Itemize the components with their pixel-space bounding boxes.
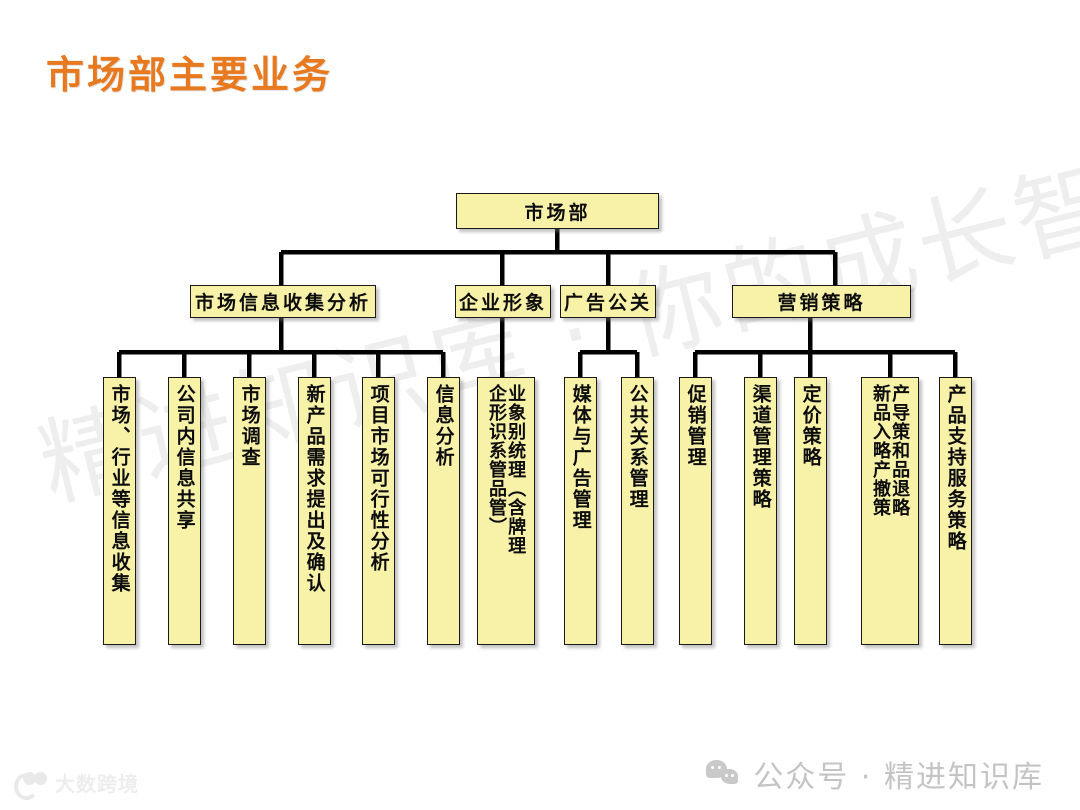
node-level2-label: 营销策略 (777, 292, 866, 314)
node-leaf-promotion-management[interactable]: 促销管理 (679, 377, 712, 645)
dashukuajing-logo-icon (14, 770, 48, 800)
node-level2-label: 广告公关 (563, 292, 652, 314)
node-leaf-product-entry-exit[interactable]: 产导策和品退略 新品入略产撤策 (861, 377, 919, 645)
node-level2-corporate-image[interactable]: 企业形象 (455, 285, 551, 318)
node-leaf-public-relations[interactable]: 公共关系管理 (621, 377, 654, 645)
node-leaf-market-industry-info[interactable]: 市场、行业等信息收集 (103, 377, 136, 645)
node-leaf-label: 定价策略 (799, 384, 822, 468)
brand-watermark-bottom-left: 大数跨境 (14, 768, 139, 800)
brand-watermark-label: 公众号 · 精进知识库 (753, 760, 1044, 795)
node-leaf-label: 市场调查 (238, 384, 261, 468)
node-leaf-label-col-right: 业象别统理（含牌理 (505, 384, 527, 555)
node-leaf-channel-strategy[interactable]: 渠道管理策略 (744, 377, 777, 645)
node-leaf-label: 市场、行业等信息收集 (108, 384, 131, 594)
node-leaf-label: 促销管理 (684, 384, 707, 468)
node-leaf-cis-management[interactable]: 业象别统理（含牌理 企形识系管品管） (477, 377, 535, 645)
brand-watermark-bottom-right: 公众号 · 精进知识库 (706, 752, 1044, 796)
node-leaf-label: 媒体与广告管理 (569, 384, 592, 531)
node-leaf-label: 信息分析 (432, 384, 455, 468)
node-level2-label: 市场信息收集分析 (194, 292, 371, 314)
node-leaf-new-product-demand[interactable]: 新产品需求提出及确认 (298, 377, 331, 645)
wechat-icon (706, 760, 740, 788)
node-leaf-label: 公共关系管理 (626, 384, 649, 510)
node-level2-label: 企业形象 (458, 292, 547, 314)
node-leaf-internal-info-sharing[interactable]: 公司内信息共享 (168, 377, 201, 645)
node-leaf-label-col-left: 新品入略产撤策 (870, 384, 891, 517)
node-leaf-market-research[interactable]: 市场调查 (233, 377, 266, 645)
node-leaf-info-analysis[interactable]: 信息分析 (427, 377, 460, 645)
node-leaf-label: 渠道管理策略 (749, 384, 772, 510)
node-leaf-product-support-service[interactable]: 产品支持服务策略 (939, 377, 972, 645)
node-leaf-media-advertising[interactable]: 媒体与广告管理 (564, 377, 597, 645)
node-leaf-label: 公司内信息共享 (173, 384, 196, 531)
node-leaf-project-feasibility[interactable]: 项目市场可行性分析 (362, 377, 395, 645)
node-leaf-label-col-left: 企形识系管品管） (486, 384, 507, 536)
node-leaf-label-col-right: 产导策和品退略 (889, 384, 911, 517)
node-leaf-label: 新产品需求提出及确认 (303, 384, 326, 594)
node-level2-ad-pr[interactable]: 广告公关 (560, 285, 656, 318)
node-root[interactable]: 市场部 (456, 193, 659, 229)
node-level2-market-info[interactable]: 市场信息收集分析 (190, 285, 376, 318)
node-level2-marketing-strategy[interactable]: 营销策略 (732, 285, 911, 318)
node-leaf-label: 产品支持服务策略 (944, 384, 967, 552)
node-root-label: 市场部 (524, 201, 591, 224)
page-title: 市场部主要业务 (46, 52, 334, 97)
node-leaf-label: 项目市场可行性分析 (367, 384, 390, 573)
brand-watermark-label: 大数跨境 (55, 772, 139, 796)
node-leaf-pricing-strategy[interactable]: 定价策略 (794, 377, 827, 645)
